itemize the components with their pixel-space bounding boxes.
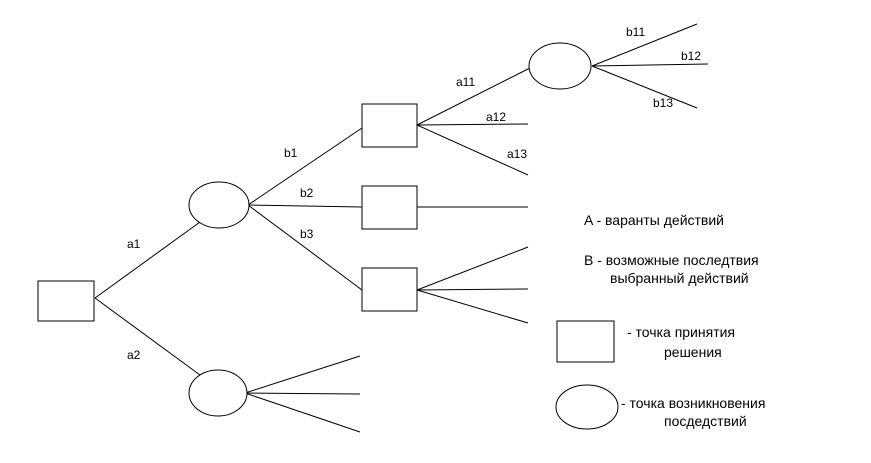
- legend-a-text: A - варанты действий: [584, 212, 724, 228]
- edge-a13: [416, 124, 529, 176]
- edge-b11: [591, 23, 698, 67]
- legend-b-text-line1: B - возможные последтвия: [584, 252, 759, 268]
- edge-b1: [247, 127, 363, 206]
- chance-node-a11: [528, 42, 592, 90]
- edge-b3-branch-2: [416, 288, 529, 291]
- legend-chance-text-line2: посдедствий: [664, 413, 747, 429]
- edge-b3: [247, 204, 363, 291]
- edge-a1: [94, 221, 201, 299]
- edge-b3-branch-3: [416, 289, 529, 324]
- legend-decision-text-line2: решения: [664, 344, 722, 360]
- edge-b2: [247, 204, 363, 208]
- chance-node-lower: [188, 369, 248, 417]
- edge-a11: [416, 67, 531, 126]
- label-b13: b13: [653, 96, 673, 110]
- edge-b3-branch-1: [416, 246, 529, 291]
- decision-node-root: [37, 280, 95, 322]
- legend-b-text-line2: выбранный действий: [610, 270, 749, 286]
- label-a11: a11: [456, 75, 475, 89]
- label-a1: a1: [127, 237, 141, 251]
- edge-a12: [416, 123, 529, 126]
- edge-b13: [591, 65, 698, 109]
- legend-chance-circle: [555, 384, 619, 430]
- label-b11: b11: [626, 25, 645, 39]
- edge-a2: [94, 297, 201, 376]
- label-a2: a2: [127, 348, 141, 362]
- label-a12: a12: [486, 110, 506, 124]
- decision-node-b2: [361, 185, 418, 230]
- chance-node-upper: [188, 181, 250, 229]
- edge-a2-branch-2: [244, 392, 361, 395]
- legend-decision-square: [556, 320, 615, 363]
- edge-a2-branch-1: [244, 355, 361, 394]
- label-b1: b1: [284, 146, 298, 160]
- legend-decision-text-line1: - точка принятия: [627, 324, 735, 340]
- label-b3: b3: [300, 227, 314, 241]
- edge-b12: [591, 63, 709, 67]
- label-b2: b2: [300, 186, 314, 200]
- label-a13: a13: [507, 147, 527, 161]
- decision-node-b1: [361, 103, 418, 148]
- decision-node-b3: [361, 267, 418, 312]
- label-b12: b12: [681, 49, 701, 63]
- edge-a2-branch-3: [244, 392, 361, 433]
- legend-chance-text-line1: - точка возникновения: [621, 395, 765, 411]
